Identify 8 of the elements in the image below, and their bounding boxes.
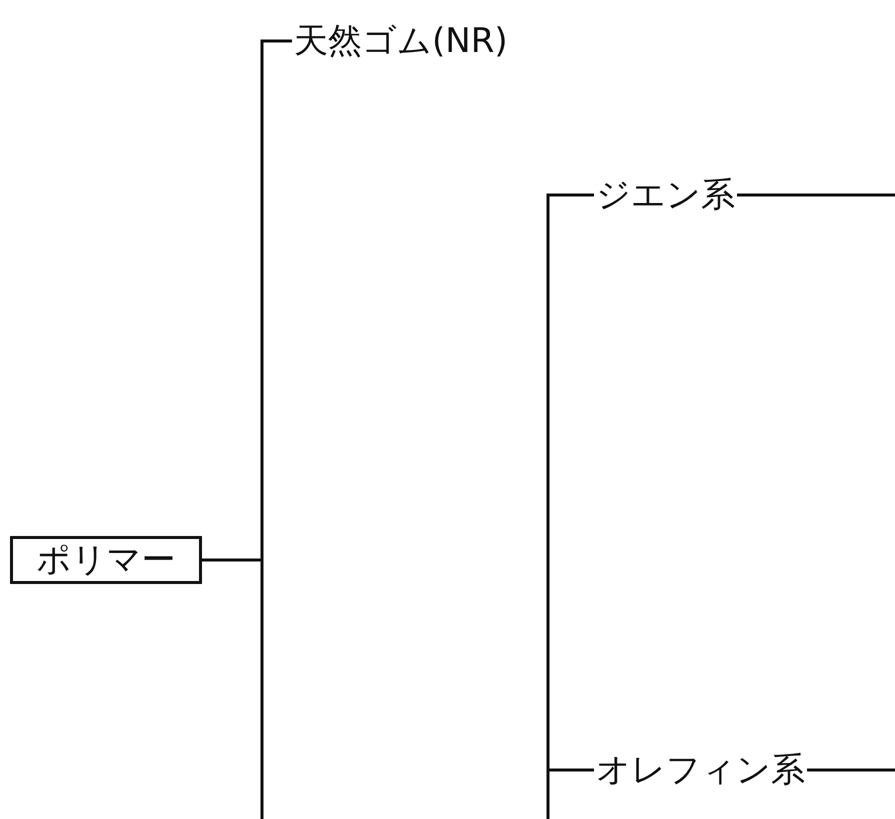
connector-line <box>807 768 895 772</box>
branch-label: 天然ゴム(NR) <box>292 18 510 64</box>
branch-label: ジエン系 <box>594 172 737 218</box>
branch-label: オレフィン系 <box>594 747 807 793</box>
connector-line <box>546 768 594 819</box>
root-box: ポリマー <box>10 536 202 584</box>
connector-line <box>202 558 264 819</box>
connector-line <box>737 194 895 196</box>
